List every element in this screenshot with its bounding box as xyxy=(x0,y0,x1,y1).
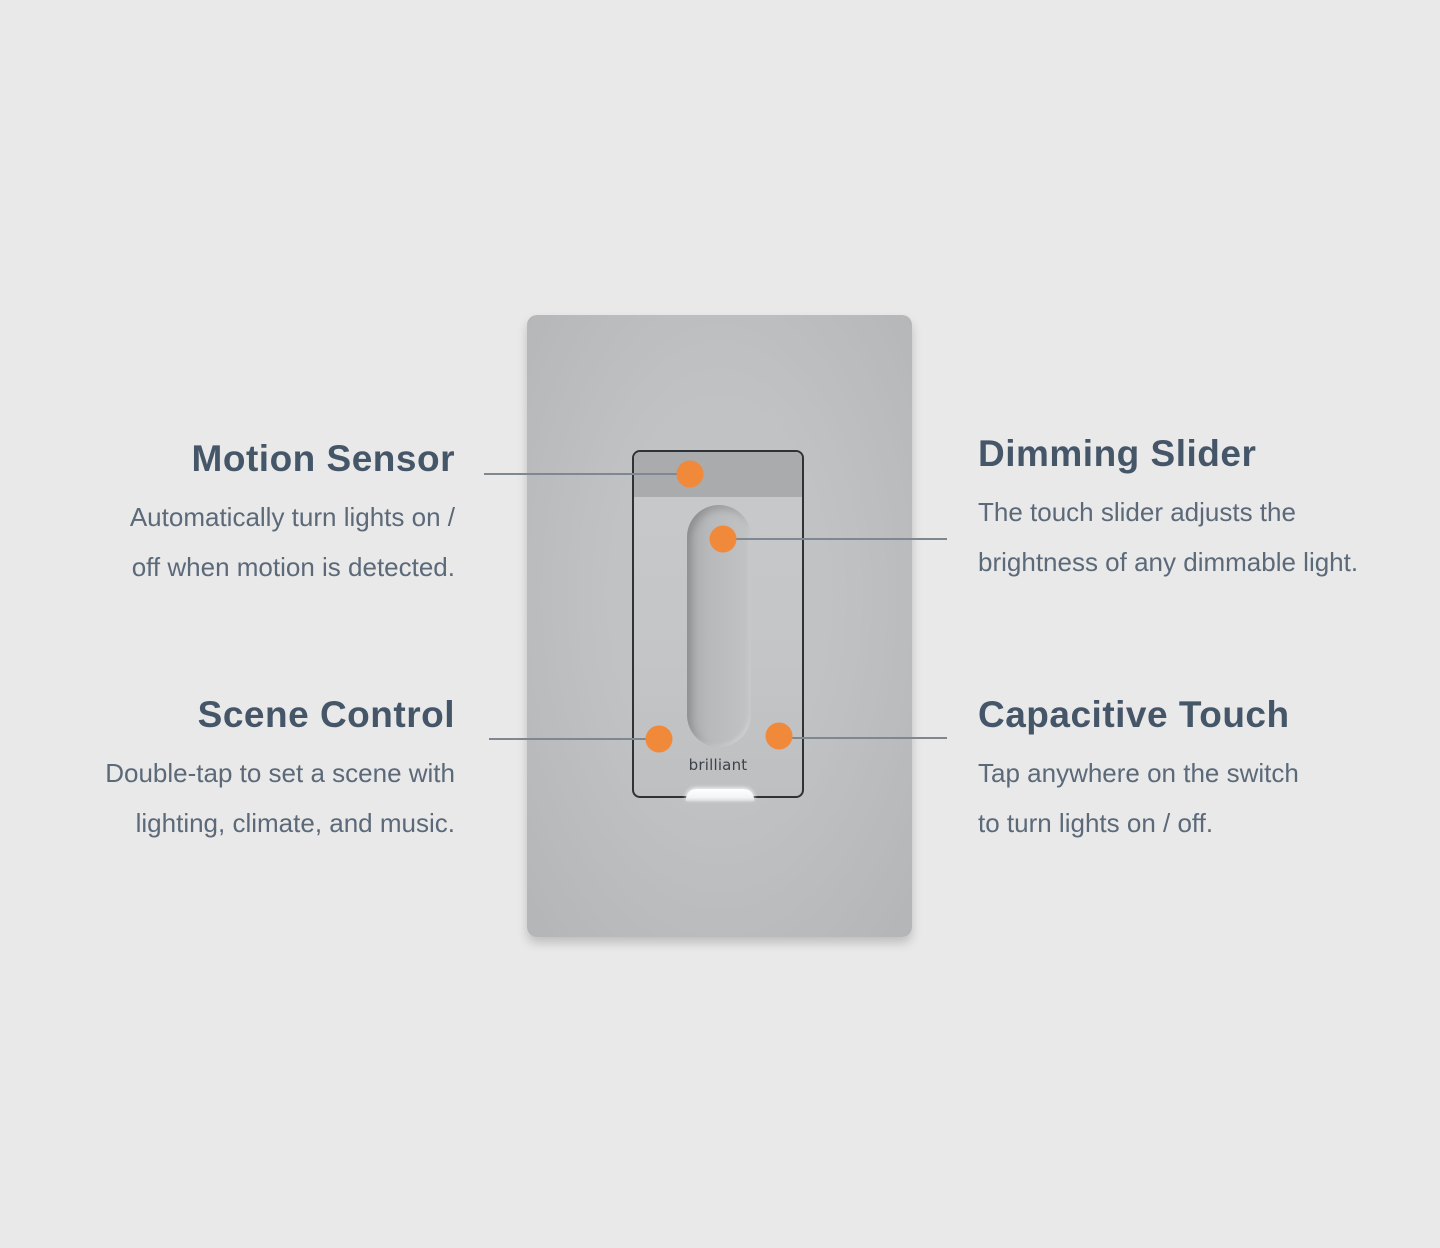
scene-control-callout: Scene Control Double-tap to set a scene … xyxy=(15,693,455,848)
feature-description-line: Double-tap to set a scene with xyxy=(105,758,455,788)
dimming-slider-callout: Dimming Slider The touch slider adjusts … xyxy=(978,432,1418,587)
motion-sensor-hotspot[interactable] xyxy=(676,460,704,488)
feature-description-line: Automatically turn lights on / xyxy=(129,502,455,532)
scene-control-leader xyxy=(489,738,659,740)
feature-description: Tap anywhere on the switch to turn light… xyxy=(978,748,1418,848)
brand-logo: brilliant xyxy=(688,756,748,774)
feature-title: Scene Control xyxy=(197,694,455,735)
scene-control-hotspot[interactable] xyxy=(645,725,673,753)
dimming-slider-hotspot[interactable] xyxy=(709,525,737,553)
smart-switch[interactable]: brilliant xyxy=(632,450,804,798)
feature-description-line: lighting, climate, and music. xyxy=(135,808,455,838)
feature-description-line: off when motion is detected. xyxy=(131,552,455,582)
feature-title: Dimming Slider xyxy=(978,433,1257,474)
motion-sensor-callout: Motion Sensor Automatically turn lights … xyxy=(15,437,455,592)
motion-sensor-leader xyxy=(484,473,690,475)
feature-title: Capacitive Touch xyxy=(978,694,1290,735)
feature-description: The touch slider adjusts the brightness … xyxy=(978,487,1418,587)
feature-description-line: The touch slider adjusts the xyxy=(978,497,1296,527)
feature-description-line: Tap anywhere on the switch xyxy=(978,758,1299,788)
capacitive-touch-hotspot[interactable] xyxy=(765,722,793,750)
capacitive-touch-leader xyxy=(779,737,947,739)
feature-description: Automatically turn lights on / off when … xyxy=(15,492,455,592)
status-light xyxy=(686,789,754,801)
capacitive-touch-callout: Capacitive Touch Tap anywhere on the swi… xyxy=(978,693,1418,848)
motion-sensor-band xyxy=(634,452,802,497)
feature-description: Double-tap to set a scene with lighting,… xyxy=(15,748,455,848)
feature-description-line: to turn lights on / off. xyxy=(978,808,1214,838)
feature-title: Motion Sensor xyxy=(191,438,455,479)
dimming-slider-leader xyxy=(723,538,947,540)
feature-description-line: brightness of any dimmable light. xyxy=(978,547,1359,577)
